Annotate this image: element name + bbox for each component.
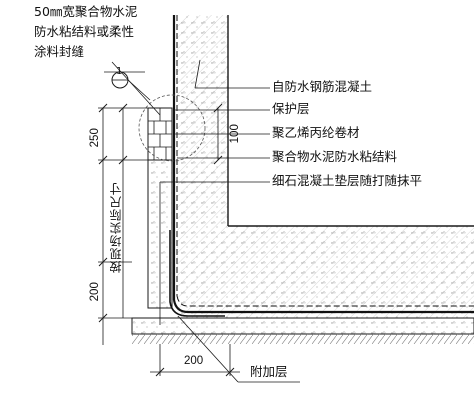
dimension-100: 100 [228, 124, 241, 144]
label-fine-aggregate-cushion: 细石混凝土垫层随打随抹平 [272, 173, 423, 188]
concrete-structure [177, 15, 474, 318]
detail-callout [104, 61, 206, 162]
label-protective-layer: 保护层 [272, 101, 310, 116]
label-additional-layer: 附加层 [250, 364, 288, 379]
note-line-1: 50㎜宽聚合物水泥 [34, 4, 138, 19]
interior-void [228, 15, 474, 226]
label-pe-polypropylene-membrane: 聚乙烯丙纶卷材 [272, 125, 360, 140]
dimension-200-vertical: 200 [88, 282, 101, 302]
waterproof-membrane [169, 15, 474, 317]
detail-marker-number: 1 [116, 66, 123, 77]
dimension-250: 250 [88, 128, 101, 148]
label-polymer-cement-binder: 聚合物水泥防水粘结料 [272, 149, 398, 164]
dimension-site-size-note: 按现场实际尺寸 [109, 182, 123, 273]
masonry-block [147, 107, 173, 161]
note-line-3: 涂料封缝 [34, 44, 85, 59]
dimension-200-horizontal: 200 [184, 355, 204, 367]
cushion-layer [131, 317, 474, 344]
note-line-2: 防水粘结料或柔性 [34, 24, 135, 39]
label-self-waterproof-concrete: 自防水钢筋混凝土 [272, 79, 373, 94]
layer-leaders [159, 59, 300, 383]
dimension-lines [98, 103, 240, 377]
